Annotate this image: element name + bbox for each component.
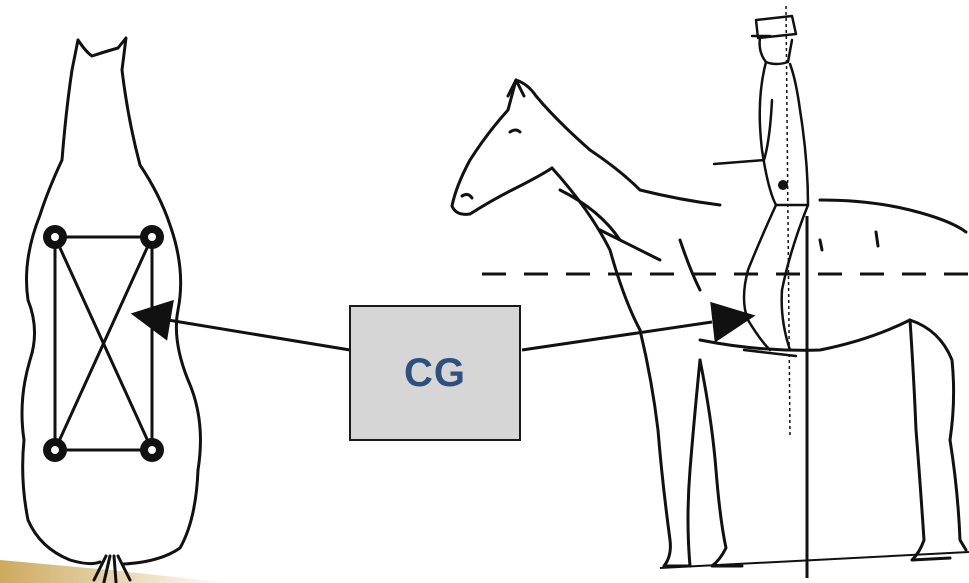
rider <box>714 16 808 356</box>
arrow-to-side-view <box>522 322 712 350</box>
plumb-line-dotted <box>786 6 790 436</box>
rider-center-point <box>778 180 788 190</box>
cg-box: CG <box>349 305 521 441</box>
cg-label: CG <box>404 351 466 396</box>
horse-rear-view <box>22 38 200 582</box>
arrow-to-rear-view <box>168 320 350 350</box>
support-frame <box>55 237 152 450</box>
